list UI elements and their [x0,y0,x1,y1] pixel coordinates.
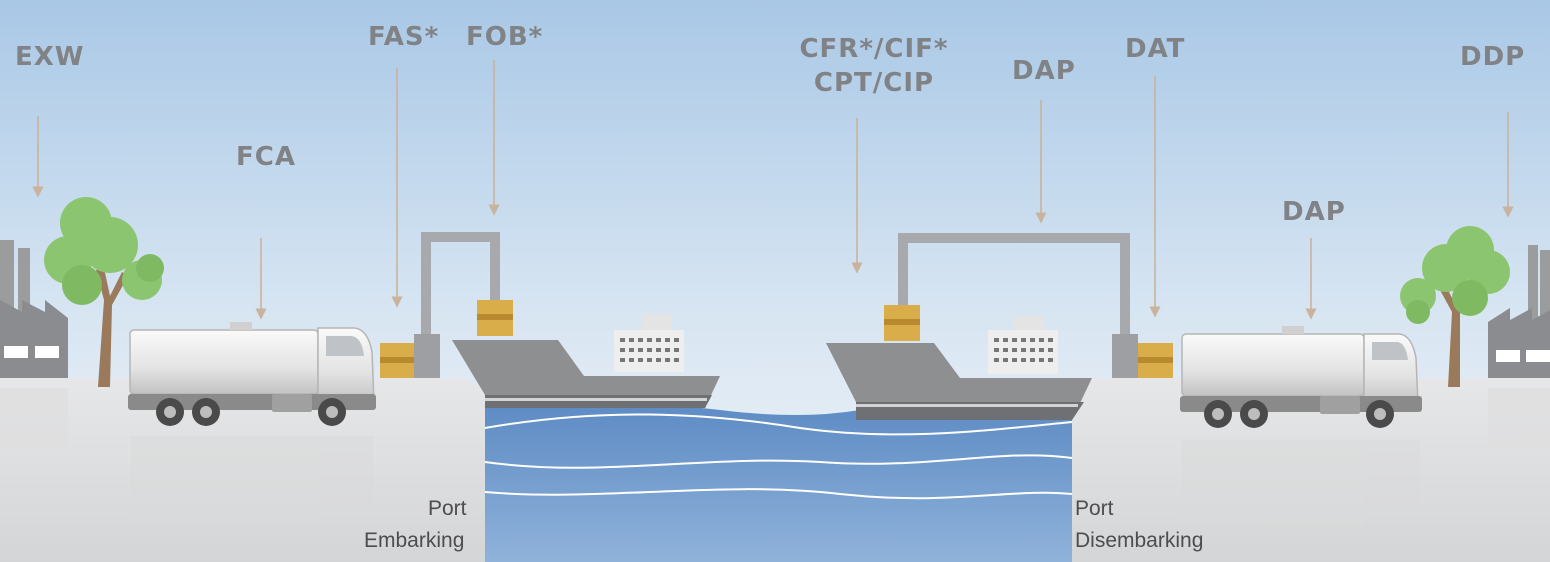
port-embarking-label-1: Port [428,497,467,520]
factory-icon [0,240,68,448]
tree-icon [44,197,164,387]
pointer-arrows [32,60,1514,320]
cargo-box-icon [477,300,513,336]
port-disembarking-label-2: Disembarking [1075,529,1204,552]
port-disembarking-label-1: Port [1075,497,1114,520]
truck-icon [1180,326,1422,528]
truck-icon [128,322,376,526]
wave-line [484,454,1073,469]
wave-line [484,488,1073,500]
term-dap-road: DAP [1282,197,1346,227]
port-embarking-label-2: Embarking [364,529,465,552]
term-cpt-cip: CPT/CIP [813,68,935,98]
wave-line [484,413,1073,436]
term-fob: FOB* [466,22,544,52]
term-cfr-cif: CFR*/CIF* [799,34,949,64]
term-ddp: DDP [1460,42,1526,72]
crane-icon [414,232,500,378]
factory-icon [1488,245,1550,448]
term-dat: DAT [1125,34,1186,64]
term-exw: EXW [15,42,85,72]
crane-icon [898,233,1138,378]
ship-icon [452,314,720,408]
term-fas: FAS* [368,22,440,52]
water [485,402,1072,562]
tree-icon [1400,226,1510,387]
cargo-box-icon [380,343,415,378]
term-dap-port: DAP [1012,56,1076,86]
ship-icon [826,316,1092,420]
term-fca: FCA [236,142,296,172]
cargo-box-icon [1138,343,1173,378]
cargo-box-icon [884,305,920,341]
